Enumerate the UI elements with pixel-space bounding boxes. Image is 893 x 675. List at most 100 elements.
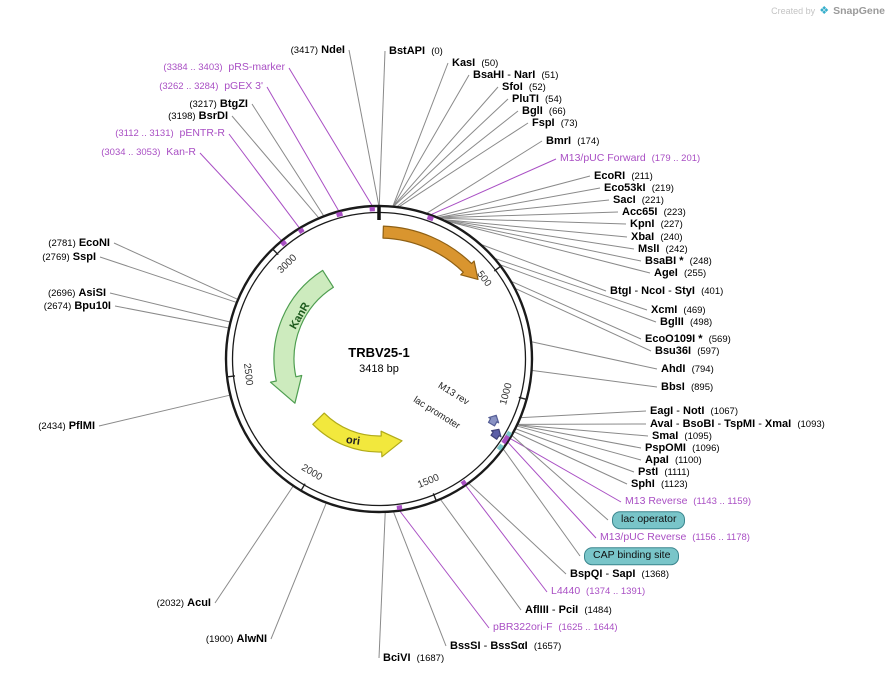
enzyme-label-bsrdi[interactable]: (3198) BsrDI (168, 109, 228, 122)
primer-label-m13-puc-reverse[interactable]: M13/pUC Reverse (1156 .. 1178) (600, 531, 750, 544)
enzyme-label-bcivi[interactable]: BciVI (1687) (383, 651, 445, 664)
enzyme-label-eco53ki[interactable]: Eco53kI (219) (604, 181, 674, 194)
tick-mark (226, 375, 236, 378)
tick-mark (300, 483, 306, 492)
leader-line (231, 115, 319, 218)
feature-insert-arc-arrow[interactable] (382, 225, 479, 280)
enzyme-label-xcmi[interactable]: XcmI (469) (651, 303, 706, 316)
enzyme-label-bspqi[interactable]: BspQI - SapI (1368) (570, 567, 670, 580)
leader-line (114, 305, 229, 329)
leader-line (98, 394, 230, 427)
leader-line (531, 341, 658, 370)
enzyme-label-apai[interactable]: ApaI (1100) (645, 453, 702, 466)
primer-label-m13-puc-forward[interactable]: M13/pUC Forward (179 .. 201) (560, 152, 701, 165)
ring-mark[interactable] (496, 443, 504, 451)
ring-mark[interactable] (501, 436, 509, 445)
enzyme-label-bglii[interactable]: BglII (498) (660, 315, 713, 328)
enzyme-label-xbai[interactable]: XbaI (240) (631, 230, 683, 243)
leader-line (448, 221, 651, 274)
primer-label-pgex-3[interactable]: (3262 .. 3284) pGEX 3' (159, 80, 263, 93)
feature-kanr-arrow[interactable] (269, 269, 334, 404)
enzyme-label-ndei[interactable]: (3417) NdeI (290, 43, 345, 56)
leader-line (518, 424, 642, 449)
enzyme-label-bsabi[interactable]: BsaBI * (248) (645, 254, 712, 267)
box-label-cap-binding-site[interactable]: CAP binding site (584, 547, 680, 565)
enzyme-label-acui[interactable]: (2032) AcuI (156, 596, 211, 609)
enzyme-label-ecoo109i[interactable]: EcoO109I * (569) (645, 332, 731, 345)
enzyme-label-pluti[interactable]: PluTI (54) (512, 92, 562, 105)
leader-line (348, 49, 380, 206)
primer-label-l4440[interactable]: L4440 (1374 .. 1391) (551, 585, 646, 598)
enzyme-label-bstapi[interactable]: BstAPI (0) (389, 44, 443, 57)
enzyme-label-btgi[interactable]: BtgI - NcoI - StyI (401) (610, 284, 724, 297)
ring-mark[interactable] (505, 430, 512, 437)
leader-line (465, 485, 548, 593)
ring-mark[interactable] (297, 227, 305, 235)
enzyme-label-alwni[interactable]: (1900) AlwNI (205, 632, 267, 645)
plasmid-name: TRBV25-1 (348, 345, 410, 360)
ring-mark[interactable] (280, 239, 288, 247)
snapgene-brand-text: SnapGene (833, 4, 885, 17)
box-label-lac-operator[interactable]: lac operator (612, 511, 686, 529)
enzyme-label-psti[interactable]: PstI (1111) (638, 465, 690, 478)
enzyme-label-pspomi[interactable]: PspOMI (1096) (645, 441, 720, 454)
leader-line (427, 140, 543, 214)
primer-label-prs-marker[interactable]: (3384 .. 3403) pRS-marker (163, 61, 285, 74)
leader-line (109, 292, 230, 323)
tick-mark (271, 248, 279, 256)
leader-line (468, 483, 567, 575)
enzyme-label-sphi[interactable]: SphI (1123) (631, 477, 688, 490)
primer-label-pentr-r[interactable]: (3112 .. 3131) pENTR-R (115, 127, 225, 140)
ring-mark[interactable] (396, 505, 403, 511)
leader-line (512, 281, 642, 340)
leader-line (515, 288, 652, 352)
ring-mark[interactable] (369, 206, 375, 212)
leader-line (266, 86, 339, 211)
leader-line (445, 219, 635, 250)
leader-line (446, 220, 642, 262)
enzyme-label-kasi[interactable]: KasI (50) (452, 56, 499, 69)
enzyme-label-bpu10i[interactable]: (2674) Bpu10I (43, 299, 111, 312)
enzyme-label-bsahi[interactable]: BsaHI - NarI (51) (473, 68, 559, 81)
feature-m13-rev-arrow[interactable] (490, 428, 502, 440)
enzyme-label-econi[interactable]: (2781) EcoNI (48, 236, 110, 249)
leader-line (521, 410, 647, 419)
primer-label-kan-r[interactable]: (3034 .. 3053) Kan-R (101, 146, 196, 159)
tick-mark (518, 396, 528, 401)
enzyme-label-msli[interactable]: MslI (242) (638, 242, 688, 255)
enzyme-label-pflmi[interactable]: (2434) PflMI (38, 419, 95, 432)
enzyme-label-bbsi[interactable]: BbsI (895) (661, 380, 714, 393)
ring-mark[interactable] (426, 215, 434, 222)
leader-line (393, 512, 447, 647)
ring-mark[interactable] (335, 211, 343, 218)
enzyme-label-bsu36i[interactable]: Bsu36I (597) (655, 344, 720, 357)
primer-label-m13-reverse[interactable]: M13 Reverse (1143 .. 1159) (625, 495, 752, 508)
enzyme-label-bsssi[interactable]: BssSI - BssSαI (1657) (450, 639, 562, 652)
primer-label-pbr322ori-f[interactable]: pBR322ori-F (1625 .. 1644) (493, 621, 618, 634)
leader-line (495, 258, 648, 311)
feature-lac-promoter-arrow[interactable] (487, 414, 500, 427)
feature-ori-arrow[interactable] (312, 412, 403, 458)
ring-mark[interactable] (460, 479, 467, 486)
enzyme-label-ecori[interactable]: EcoRI (211) (594, 169, 653, 182)
enzyme-label-ahdi[interactable]: AhdI (794) (661, 362, 714, 375)
enzyme-label-bgli[interactable]: BglI (66) (522, 104, 566, 117)
enzyme-label-fspi[interactable]: FspI (73) (532, 116, 578, 129)
enzyme-label-smai[interactable]: SmaI (1095) (652, 429, 712, 442)
enzyme-label-btgzi[interactable]: (3217) BtgZI (189, 97, 248, 110)
enzyme-label-sspi[interactable]: (2769) SspI (42, 250, 96, 263)
enzyme-label-asisi[interactable]: (2696) AsiSI (47, 286, 106, 299)
enzyme-label-avai[interactable]: AvaI - BsoBI - TspMI - XmaI (1093) (650, 417, 825, 430)
enzyme-label-bmri[interactable]: BmrI (174) (546, 134, 600, 147)
enzyme-label-agei[interactable]: AgeI (255) (654, 266, 707, 279)
enzyme-label-eagi[interactable]: EagI - NotI (1067) (650, 404, 738, 417)
enzyme-label-sfoi[interactable]: SfoI (52) (502, 80, 546, 93)
enzyme-label-kpni[interactable]: KpnI (227) (630, 217, 683, 230)
leader-line (392, 74, 470, 206)
feature-label-ori[interactable]: ori (345, 434, 361, 448)
enzyme-label-saci[interactable]: SacI (221) (613, 193, 664, 206)
leader-line (532, 370, 658, 388)
leader-line (440, 499, 522, 611)
enzyme-label-acc65i[interactable]: Acc65I (223) (622, 205, 686, 218)
enzyme-label-afliii[interactable]: AflIII - PciI (1484) (525, 603, 612, 616)
